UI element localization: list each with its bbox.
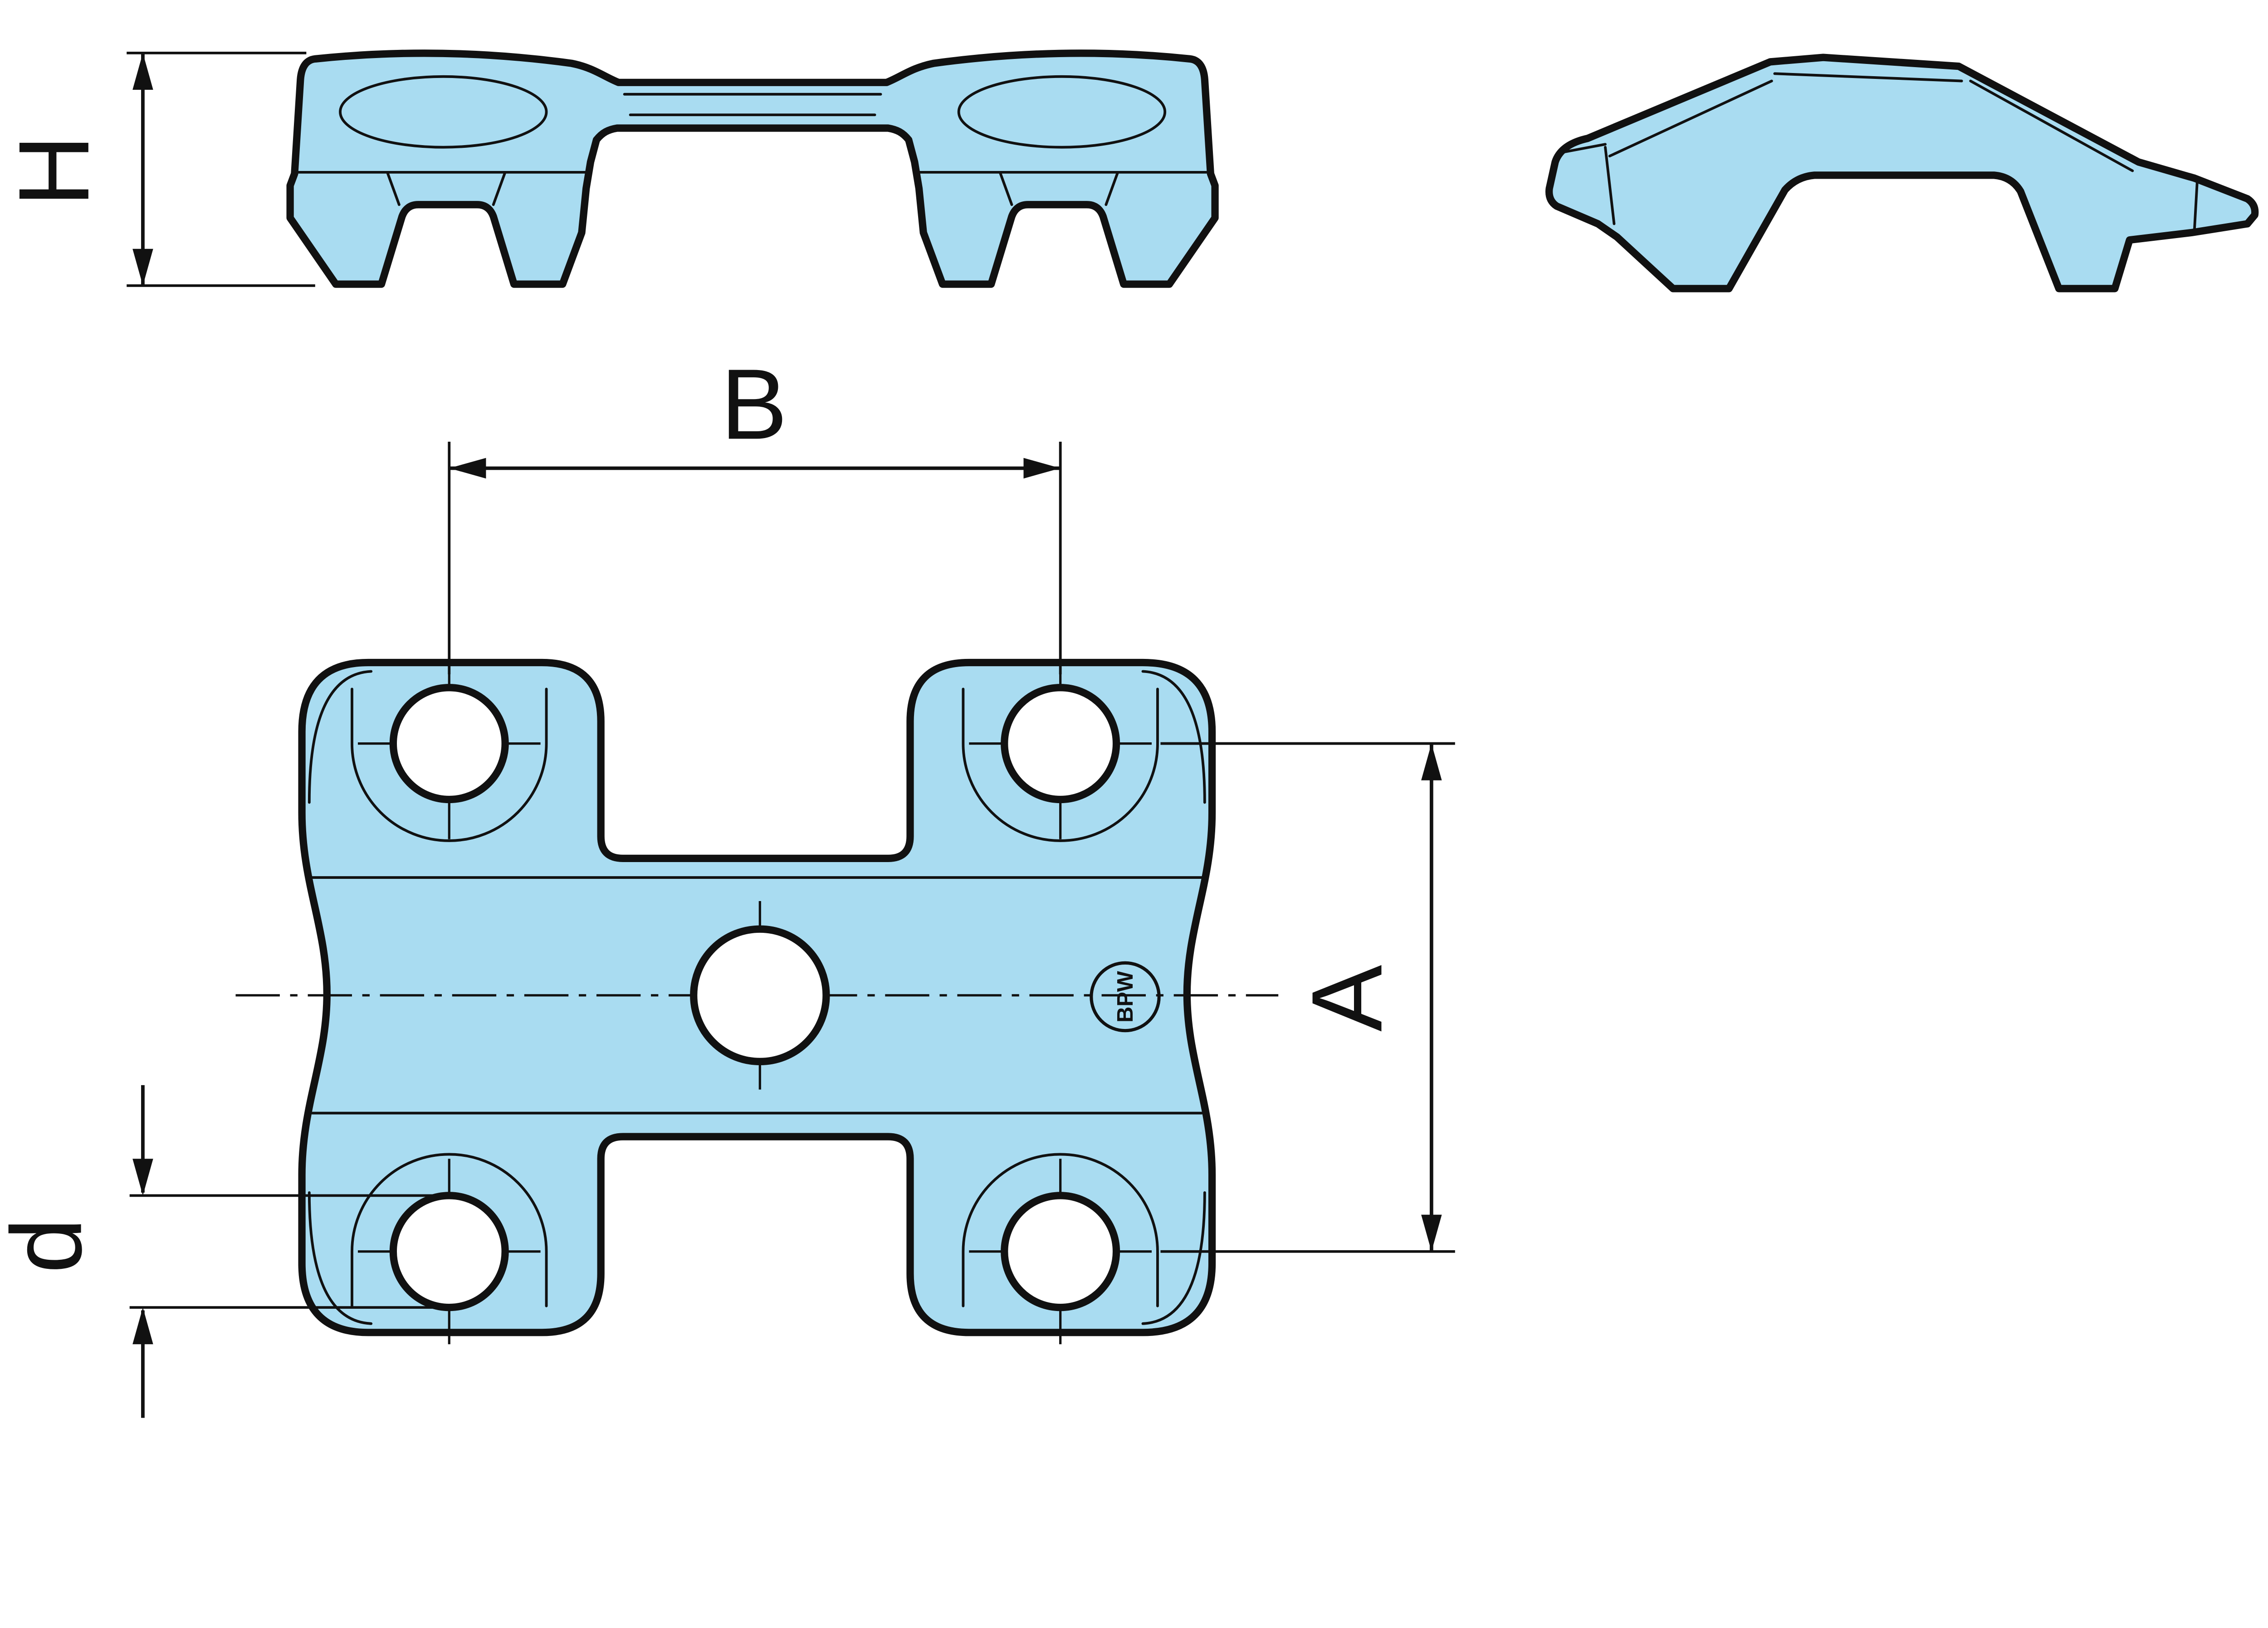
dimension-A: A — [1160, 742, 1455, 1253]
dimension-B: B — [448, 348, 1062, 675]
dimension-d: d — [0, 1085, 450, 1418]
dimension-H-label: H — [0, 135, 110, 207]
bpw-logo-stamp: BPW — [1090, 961, 1161, 1033]
technical-drawing: H BPW — [0, 49, 2259, 1418]
dimension-H-arrow-bottom — [132, 249, 153, 286]
dimension-H: H — [0, 51, 315, 287]
side-view-body — [1545, 54, 2259, 292]
bolt-hole-bottom-left — [389, 1192, 509, 1311]
plan-view: BPW — [235, 655, 1279, 1345]
dimension-B-label: B — [721, 348, 787, 460]
bpw-logo-circle — [1090, 961, 1161, 1033]
front-view-detail-lines — [293, 93, 1213, 206]
dimension-H-arrow-top — [132, 53, 153, 90]
bolt-hole-bottom-right — [1001, 1192, 1120, 1311]
dimension-d-arrow-upper — [132, 1159, 153, 1196]
dimension-A-arrow-bottom — [1421, 1214, 1442, 1252]
dimension-H-extension-lines — [127, 51, 315, 287]
dimension-B-arrow-left — [449, 458, 486, 479]
front-view-dome-line-right — [957, 75, 1167, 149]
side-view-detail-lines — [1557, 72, 2199, 233]
dimension-d-arrow-lower — [132, 1307, 153, 1345]
front-view — [286, 49, 1219, 288]
side-view — [1545, 54, 2259, 292]
dimension-A-label: A — [1290, 965, 1403, 1032]
bpw-logo-text: BPW — [1113, 971, 1138, 1023]
front-view-dome-line-left — [339, 75, 548, 149]
bolt-hole-top-left — [389, 684, 509, 804]
dimension-d-extension-lines — [129, 1194, 450, 1309]
front-view-body — [286, 49, 1219, 288]
dimension-B-extension-lines — [448, 442, 1062, 675]
dimension-A-arrow-top — [1421, 743, 1442, 780]
technical-drawing-page: H BPW — [0, 49, 2259, 1418]
bolt-hole-top-right — [1001, 684, 1120, 804]
dimension-A-extension-lines — [1160, 742, 1455, 1253]
center-hole — [690, 925, 830, 1066]
plan-view-detail-lines — [308, 670, 1206, 1325]
dimension-d-label: d — [0, 1218, 103, 1273]
dimension-B-arrow-right — [1023, 458, 1061, 479]
